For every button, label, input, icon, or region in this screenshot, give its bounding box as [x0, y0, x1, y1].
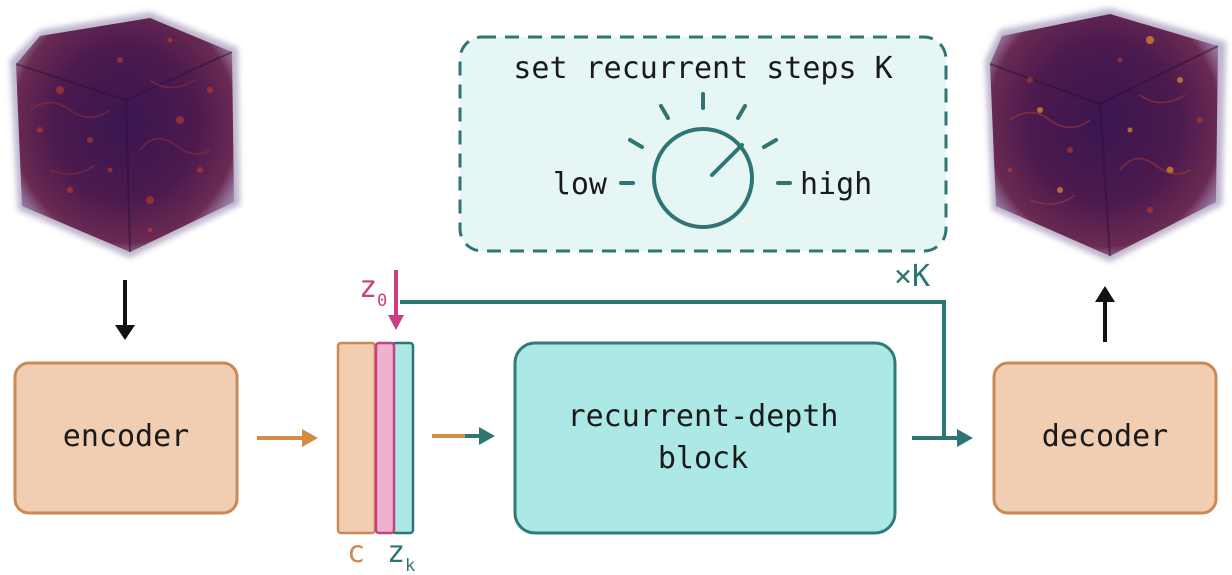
latent-stack: [336, 341, 415, 535]
input-volume-icon: [10, 12, 240, 258]
recurrent-to-decoder-arrow: [912, 429, 973, 447]
panel-title: set recurrent steps K: [513, 51, 892, 86]
encoder-block: encoder: [13, 361, 239, 515]
decoder-block: decoder: [992, 361, 1218, 515]
low-label: low: [553, 167, 608, 202]
zk-label: z: [387, 535, 405, 570]
z0-subscript: 0: [377, 291, 387, 311]
latent-to-recurrent-arrow: [432, 427, 495, 445]
zk-subscript: k: [405, 556, 415, 575]
recurrence-loop: ×K: [400, 259, 946, 438]
recurrent-steps-panel: set recurrent steps K low high: [458, 35, 948, 253]
output-volume-icon: [985, 8, 1226, 262]
recurrent-label-line1: recurrent-depth: [568, 399, 839, 434]
encoder-label: encoder: [63, 419, 189, 454]
input-to-encoder-arrow: [115, 280, 135, 340]
z0-input: z 0: [359, 270, 404, 330]
condition-c: [336, 341, 377, 535]
times-k-label: ×K: [894, 259, 930, 294]
decoder-label: decoder: [1042, 419, 1168, 454]
encoder-to-latent-arrow: [257, 429, 318, 447]
dial-knob-icon[interactable]: [628, 92, 778, 229]
z0-label: z: [359, 270, 377, 305]
c-label: c: [347, 535, 365, 570]
recurrent-depth-block: recurrent-depth block: [513, 341, 897, 535]
high-label: high: [800, 167, 872, 202]
recurrent-label-line2: block: [658, 441, 748, 476]
state-zk-pink: [374, 341, 396, 535]
decoder-to-output-arrow: [1095, 286, 1115, 342]
